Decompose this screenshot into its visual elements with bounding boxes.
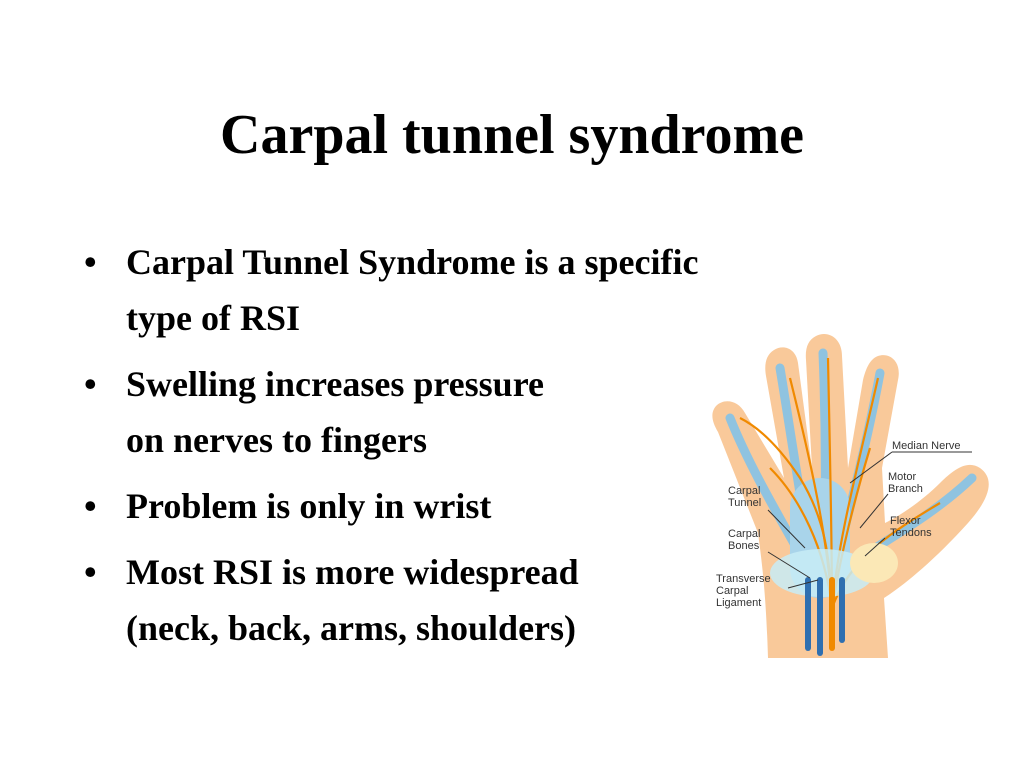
label-flexor-tendons-line2: Tendons: [890, 527, 932, 539]
bullet-text-line: (neck, back, arms, shoulders): [126, 608, 577, 648]
label-flexor-tendons-line1: Flexor: [890, 515, 921, 527]
bullet-item: • Swelling increases pressure on nerves …: [84, 356, 884, 468]
bullet-icon: •: [84, 364, 97, 404]
label-motor-branch-line1: Motor: [888, 471, 916, 483]
bullet-item: • Problem is only in wrist: [84, 478, 884, 534]
bullet-list: • Carpal Tunnel Syndrome is a specific t…: [84, 234, 884, 666]
bullet-icon: •: [84, 552, 97, 592]
label-transverse-ligament-line2: Carpal: [716, 585, 748, 597]
bullet-icon: •: [84, 242, 97, 282]
forearm-tendons: [805, 577, 845, 656]
label-carpal-bones-line2: Bones: [728, 540, 760, 552]
bullet-icon: •: [84, 486, 97, 526]
bullet-item: • Carpal Tunnel Syndrome is a specific t…: [84, 234, 884, 346]
label-motor-branch-line2: Branch: [888, 483, 923, 495]
bullet-text-line: Carpal Tunnel Syndrome is a specific: [126, 242, 699, 282]
transverse-carpal-ligament: [770, 549, 874, 597]
bullet-text-line: on nerves to fingers: [126, 420, 427, 460]
hand-anatomy-illustration: Median Nerve Motor Branch Carpal Tunnel …: [712, 334, 989, 658]
label-transverse-ligament-line1: Transverse: [716, 573, 771, 585]
bullet-text-line: Problem is only in wrist: [126, 486, 492, 526]
bullet-text-line: Most RSI is more widespread: [126, 552, 579, 592]
label-carpal-bones-line1: Carpal: [728, 528, 760, 540]
slide-title: Carpal tunnel syndrome: [220, 104, 804, 166]
bullet-text-line: type of RSI: [126, 298, 301, 338]
label-transverse-ligament-line3: Ligament: [716, 597, 761, 609]
leader-lines: [767, 451, 972, 589]
label-carpal-tunnel-line1: Carpal: [728, 485, 760, 497]
label-median-nerve: Median Nerve: [892, 440, 960, 452]
carpal-bones: [850, 543, 898, 583]
label-carpal-tunnel-line2: Tunnel: [728, 497, 761, 509]
bullet-item: • Most RSI is more widespread (neck, bac…: [84, 544, 884, 656]
bullet-text-line: Swelling increases pressure: [126, 364, 545, 404]
